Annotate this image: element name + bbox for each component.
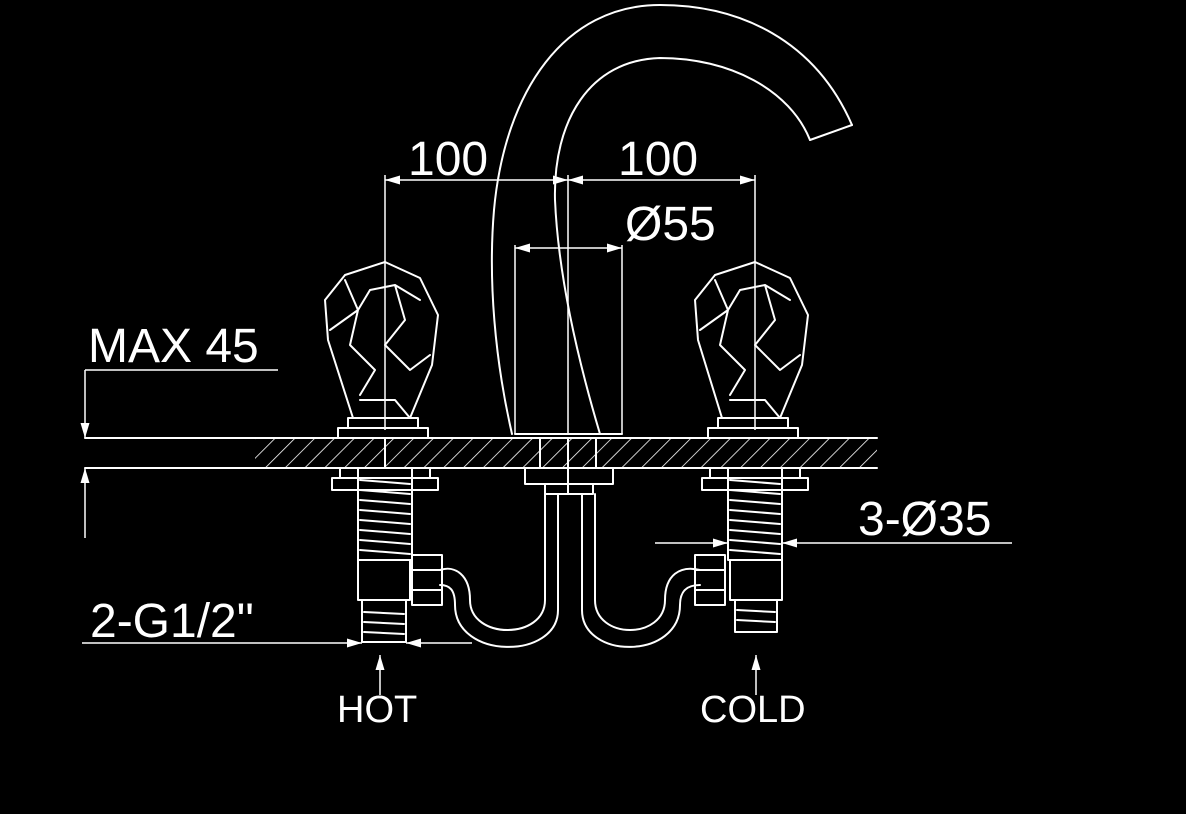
thread-dimension: 2-G1/2" <box>82 595 472 648</box>
cold-handle <box>694 261 809 633</box>
spout-diameter-dimension: Ø55 <box>514 198 716 434</box>
spout-mount <box>524 437 614 495</box>
hole-diameter-label: 3-Ø35 <box>858 493 991 546</box>
max-thickness-dimension: MAX 45 <box>80 320 278 538</box>
hole-diameter-dimension: 3-Ø35 <box>655 493 1012 548</box>
max-thickness-label: MAX 45 <box>88 320 259 373</box>
right-spacing-label: 100 <box>618 133 698 186</box>
supply-hoses <box>411 493 726 648</box>
cold-label: COLD <box>700 689 806 731</box>
spout-diameter-label: Ø55 <box>625 198 716 251</box>
supply-labels: HOT COLD <box>337 655 806 731</box>
left-spacing-label: 100 <box>408 133 488 186</box>
hot-label: HOT <box>337 689 417 731</box>
thread-label: 2-G1/2" <box>90 595 254 648</box>
countertop <box>84 437 878 469</box>
hot-handle <box>324 261 439 643</box>
spacing-dimensions: 100 100 <box>384 133 756 434</box>
